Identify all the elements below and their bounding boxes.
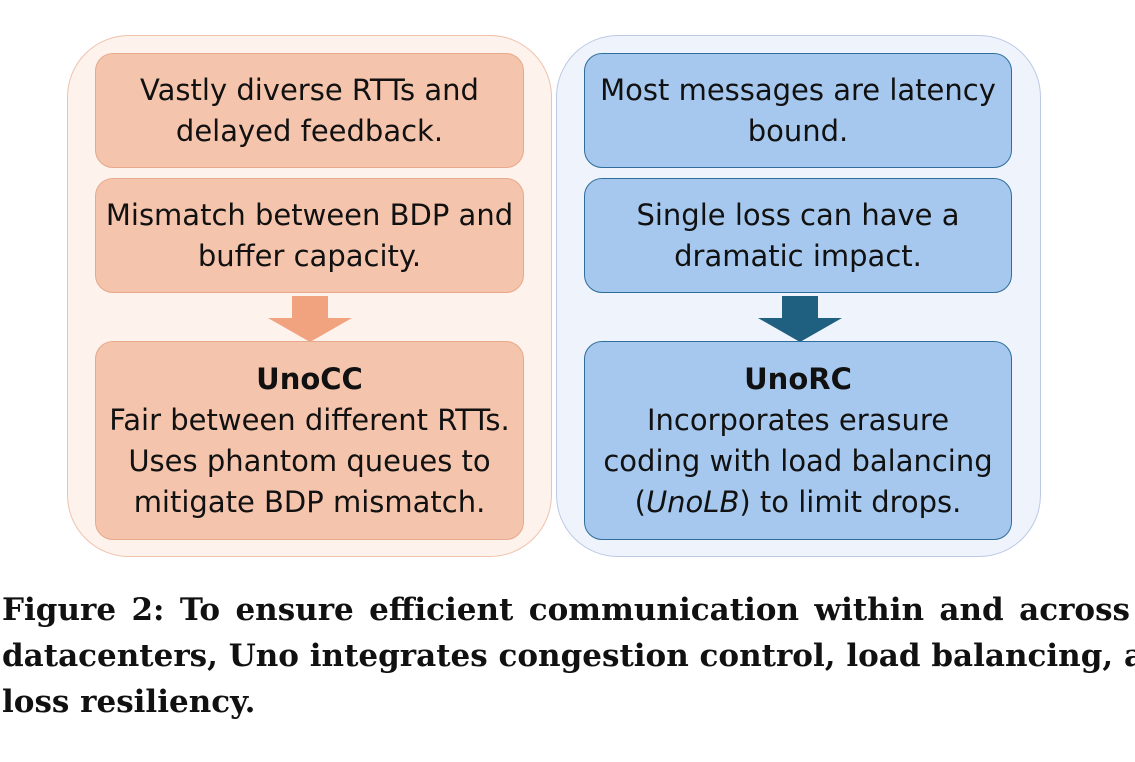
left-problem-box-bdp: Mismatch between BDP and buffer capacity… <box>95 178 524 293</box>
figure-caption: Figure 2: To ensure efficient communicat… <box>2 587 1135 725</box>
caption-line1: Figure 2: To ensure efficient communicat… <box>2 587 1130 633</box>
arrow-down-icon <box>758 296 842 342</box>
unocc-line3: mitigate BDP mismatch. <box>133 484 486 519</box>
left-problem-box-rtt: Vastly diverse RTTs and delayed feedback… <box>95 53 524 168</box>
unocc-title: UnoCC <box>256 361 363 396</box>
unorc-title: UnoRC <box>744 361 852 396</box>
unorc-line2: coding with load balancing <box>603 443 993 478</box>
unorc-solution-box: UnoRC Incorporates erasure coding with l… <box>584 341 1012 540</box>
unocc-line2: Uses phantom queues to <box>128 443 491 478</box>
right-box1-line1: Most messages are latency <box>600 72 996 107</box>
unolb-term: UnoLB <box>645 484 740 519</box>
right-box1-line2: bound. <box>747 113 849 148</box>
right-box2-line1: Single loss can have a <box>636 197 960 232</box>
right-problem-box-loss: Single loss can have a dramatic impact. <box>584 178 1012 293</box>
left-box2-line1: Mismatch between BDP and <box>105 197 514 232</box>
unocc-line1: Fair between different RTTs. <box>109 402 510 437</box>
unorc-line3: (UnoLB) to limit drops. <box>635 482 962 523</box>
right-box2-line2: dramatic impact. <box>674 238 922 273</box>
caption-text-line1: To ensure efficient communication within… <box>179 592 1130 628</box>
figure-label: Figure 2: <box>2 592 165 628</box>
unocc-solution-box: UnoCC Fair between different RTTs. Uses … <box>95 341 524 540</box>
caption-line2: datacenters, Uno integrates congestion c… <box>2 638 1135 674</box>
left-box1-line2: delayed feedback. <box>175 113 444 148</box>
left-box2-line2: buffer capacity. <box>197 238 422 273</box>
right-problem-box-latency: Most messages are latency bound. <box>584 53 1012 168</box>
unorc-line1: Incorporates erasure <box>646 402 950 437</box>
left-box1-line1: Vastly diverse RTTs and <box>140 72 479 107</box>
caption-line3: loss resiliency. <box>2 684 256 720</box>
arrow-down-icon <box>268 296 352 342</box>
unorc-line3-open: ( <box>634 484 646 519</box>
unorc-line3-rest: ) to limit drops. <box>739 484 962 519</box>
